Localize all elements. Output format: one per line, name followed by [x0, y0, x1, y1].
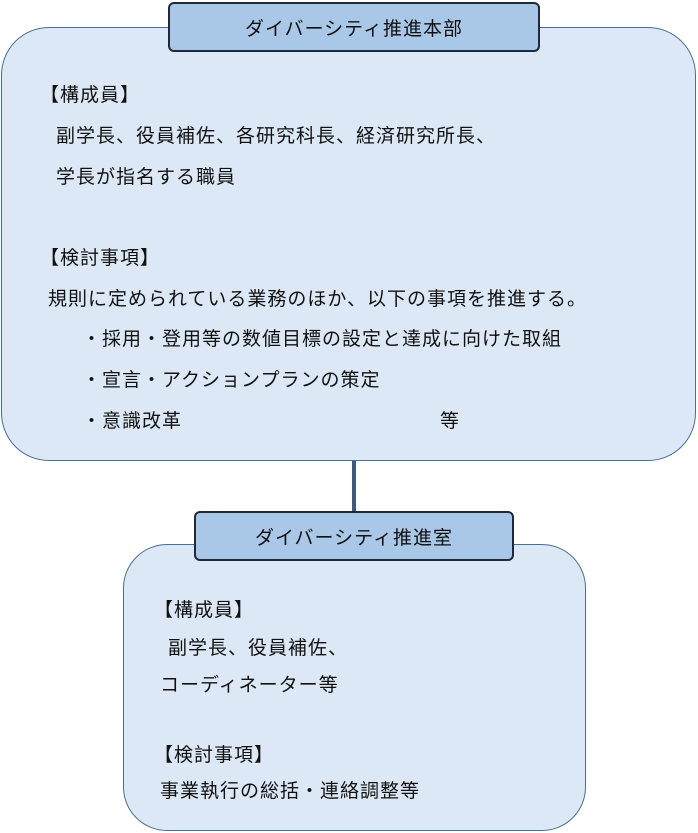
office-matters-heading: 【検討事項】 [154, 744, 275, 766]
hq-matters-intro: 規則に定められている業務のほか、以下の事項を推進する。 [48, 288, 588, 310]
hq-members-line-2: 学長が指名する職員 [56, 166, 237, 188]
hq-matters-suffix: 等 [440, 410, 461, 432]
office-title: ダイバーシティ推進室 [194, 511, 514, 561]
office-matters-text: 事業執行の総括・連絡調整等 [160, 780, 421, 802]
office-panel [123, 544, 586, 831]
office-members-heading: 【構成員】 [154, 599, 255, 621]
hq-matters-item-1: ・採用・登用等の数値目標の設定と達成に向けた取組 [82, 328, 563, 350]
hq-members-line-1: 副学長、役員補佐、各研究科長、経済研究所長、 [56, 125, 497, 147]
hq-matters-heading: 【検討事項】 [40, 247, 161, 269]
hq-members-heading: 【構成員】 [40, 84, 141, 106]
headquarters-panel [1, 27, 696, 461]
headquarters-title: ダイバーシティ推進本部 [168, 2, 540, 52]
office-members-line-2: コーディネーター等 [160, 674, 339, 696]
connector-line [352, 461, 356, 512]
hq-matters-item-3: ・意識改革 [82, 410, 183, 432]
office-members-line-1: 副学長、役員補佐、 [168, 637, 349, 659]
hq-matters-item-2: ・宣言・アクションプランの策定 [82, 369, 381, 391]
